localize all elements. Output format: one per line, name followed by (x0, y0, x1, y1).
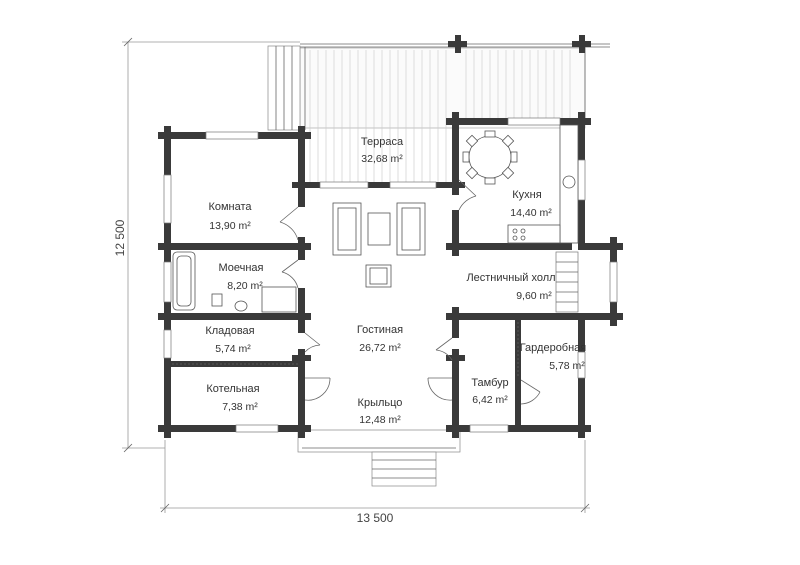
doors (279, 179, 541, 405)
porch-name: Крыльцо (358, 397, 403, 409)
wardrobe-name: Гардеробная (520, 342, 587, 354)
kitchen-name: Кухня (512, 189, 541, 201)
kitchen-area: 14,40 m² (510, 207, 552, 219)
width-dimension-label: 13 500 (357, 511, 394, 525)
stair-hall-area: 9,60 m² (516, 290, 552, 302)
washroom-name: Моечная (218, 262, 263, 274)
dimension-lines (122, 37, 590, 513)
porch-area: 12,48 m² (359, 414, 401, 426)
vestibule-area: 6,42 m² (472, 394, 508, 406)
room-labels: Терраса 32,68 m² Комната 13,90 m² Кухня … (205, 136, 586, 426)
washroom-area: 8,20 m² (227, 280, 263, 292)
living-area: 26,72 m² (359, 342, 401, 354)
living-name: Гостиная (357, 324, 403, 336)
boiler-name: Котельная (206, 383, 259, 395)
terrace-name: Терраса (361, 136, 404, 148)
pantry-area: 5,74 m² (215, 343, 251, 355)
boiler-area: 7,38 m² (222, 401, 258, 413)
windows (163, 117, 618, 433)
vestibule-name: Тамбур (471, 377, 508, 389)
room-area: 13,90 m² (209, 220, 251, 232)
height-dimension-label: 12 500 (113, 219, 127, 256)
furniture (172, 124, 579, 376)
terrace-area: 32,68 m² (361, 153, 403, 165)
stair-hall-name: Лестничный холл (466, 272, 555, 284)
room-name: Комната (208, 201, 252, 213)
wardrobe-area: 5,78 m² (549, 360, 585, 372)
entrance-steps (297, 429, 461, 487)
pantry-name: Кладовая (205, 325, 254, 337)
terrace-deck (267, 43, 610, 182)
corner-posts (158, 35, 623, 438)
